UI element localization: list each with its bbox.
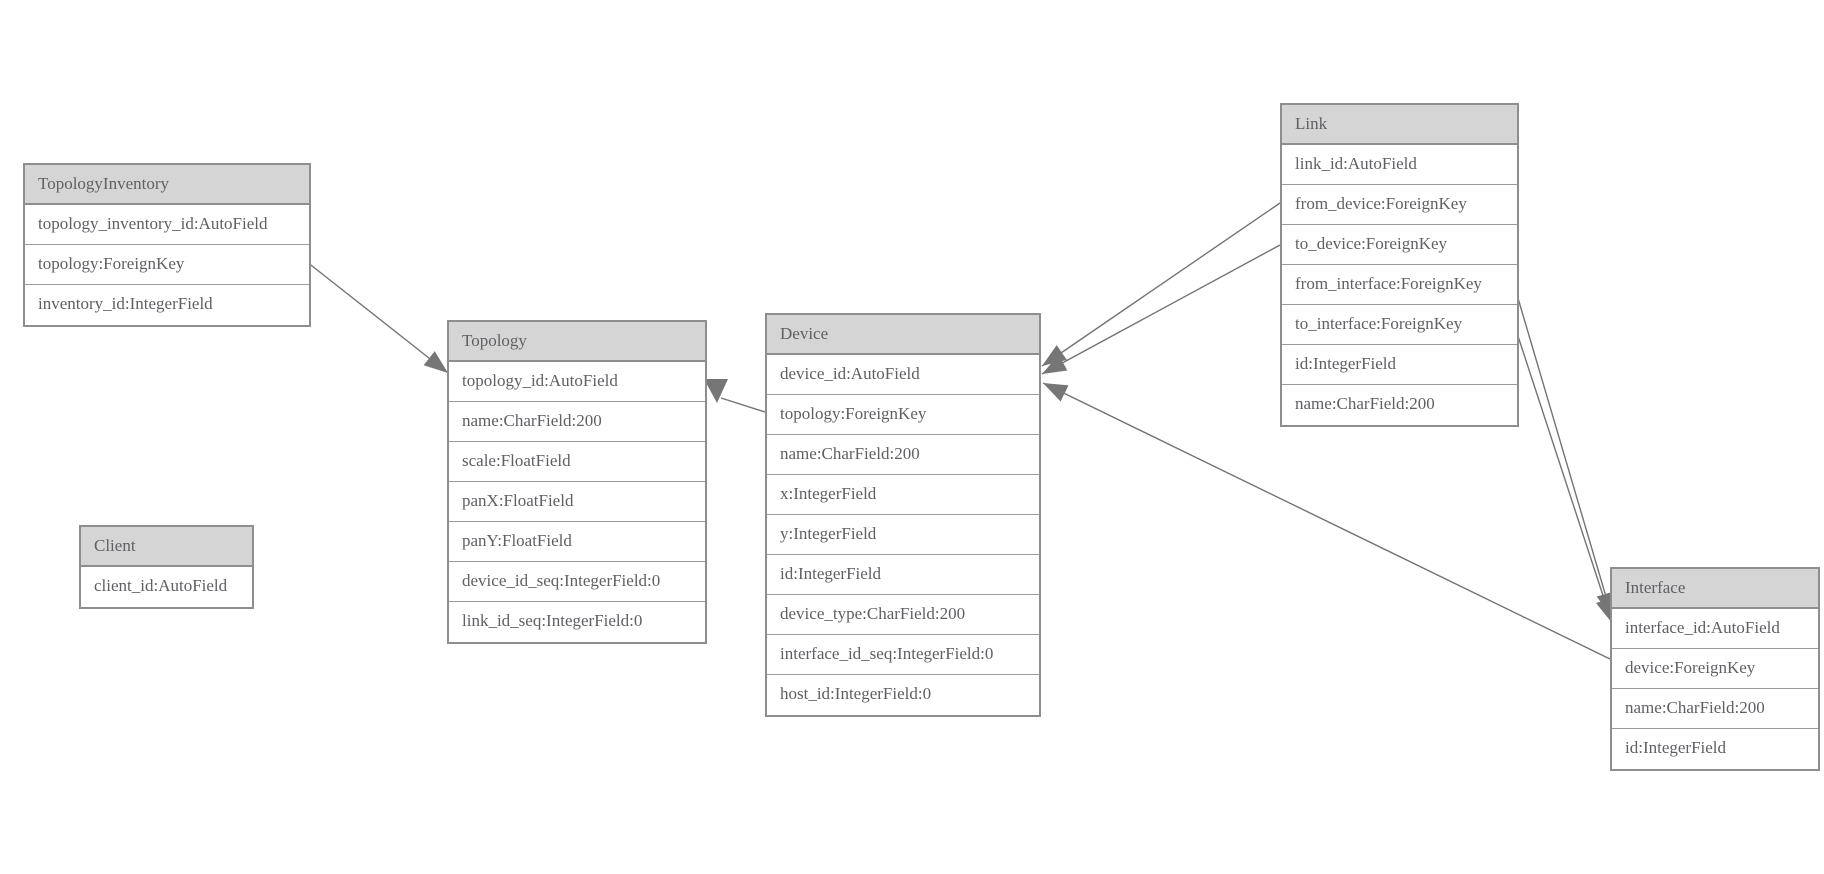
table-title: Device [780, 324, 829, 343]
field-row: name:CharField:200 [1295, 394, 1435, 413]
table-header: Link [1282, 105, 1517, 145]
field-row: interface_id_seq:IntegerField:0 [767, 635, 1039, 675]
edge-topologyinventory-topology [306, 261, 449, 374]
table-title: Client [94, 536, 136, 555]
table-title: Topology [462, 331, 527, 350]
field-row: device:ForeignKey [1612, 649, 1818, 689]
edge-link-frominterface-interface [1514, 287, 1614, 618]
field-row: device_id_seq:IntegerField:0 [449, 562, 705, 602]
field-row: id:IntegerField [1282, 345, 1517, 385]
field-row: link_id_seq:IntegerField:0 [462, 611, 643, 630]
field-row: name:CharField:200 [449, 402, 705, 442]
edge-link-tointerface-interface [1514, 326, 1614, 624]
table-header: Interface [1612, 569, 1818, 609]
table-title: Link [1295, 114, 1328, 133]
field-row: to_device:ForeignKey [1282, 225, 1517, 265]
table-header: Topology [449, 322, 705, 362]
field-row: from_device:ForeignKey [1282, 185, 1517, 225]
field-row: id:IntegerField [767, 555, 1039, 595]
field-row: id:IntegerField [1625, 738, 1727, 757]
field-row: client_id:AutoField [94, 576, 228, 595]
field-row: topology:ForeignKey [767, 395, 1039, 435]
edge-link-todevice-device [1041, 244, 1281, 375]
field-row: scale:FloatField [449, 442, 705, 482]
field-row: name:CharField:200 [767, 435, 1039, 475]
model-table-topologyinventory: TopologyInventory topology_inventory_id:… [23, 163, 311, 327]
field-row: y:IntegerField [767, 515, 1039, 555]
field-row: name:CharField:200 [1612, 689, 1818, 729]
field-row: x:IntegerField [767, 475, 1039, 515]
field-row: host_id:IntegerField:0 [780, 684, 932, 703]
model-table-client: Client client_id:AutoField [79, 525, 254, 609]
table-header: TopologyInventory [25, 165, 309, 205]
field-row: panY:FloatField [449, 522, 705, 562]
table-header: Device [767, 315, 1039, 355]
field-row: link_id:AutoField [1282, 145, 1517, 185]
edge-device-topology-arrowhead [704, 379, 728, 403]
field-row: topology:ForeignKey [25, 245, 309, 285]
field-row: topology_id:AutoField [449, 362, 705, 402]
field-row: device_type:CharField:200 [767, 595, 1039, 635]
table-fields: client_id:AutoField [81, 567, 252, 607]
table-header: Client [81, 527, 252, 567]
table-title: TopologyInventory [38, 174, 170, 193]
field-row: topology_inventory_id:AutoField [25, 205, 309, 245]
field-row: device_id:AutoField [767, 355, 1039, 395]
field-row: interface_id:AutoField [1612, 609, 1818, 649]
edge-link-fromdevice-device [1041, 202, 1281, 367]
edge-device-topology [720, 397, 766, 413]
field-row: inventory_id:IntegerField [38, 294, 213, 313]
field-row: from_interface:ForeignKey [1282, 265, 1517, 305]
field-row: to_interface:ForeignKey [1282, 305, 1517, 345]
field-row: panX:FloatField [449, 482, 705, 522]
table-title: Interface [1625, 578, 1686, 597]
